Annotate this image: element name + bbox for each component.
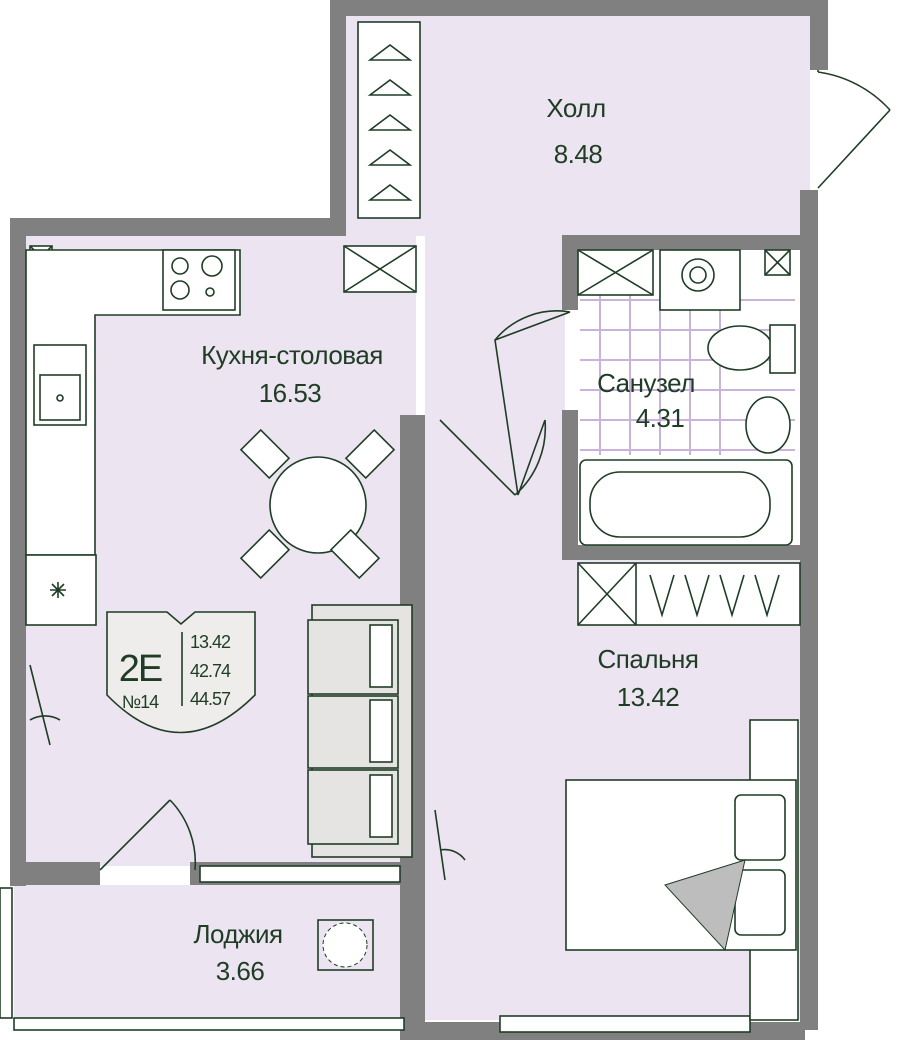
room-labels: Холл 8.48 Кухня-столовая 16.53 Санузел 4…: [193, 93, 699, 986]
plant-icon: [317, 919, 374, 971]
room-area-bathroom: 4.31: [636, 403, 685, 433]
bed: [565, 719, 799, 1021]
apartment-type: 2E: [119, 648, 162, 690]
total-area: 42.74: [190, 661, 231, 681]
room-name-bathroom: Санузел: [597, 368, 695, 398]
room-name-hall: Холл: [546, 93, 605, 123]
total-area-with-loggia: 44.57: [190, 689, 231, 709]
apartment-number: №14: [122, 692, 159, 712]
bathroom-fixtures: [579, 249, 796, 546]
room-area-kitchen: 16.53: [259, 378, 322, 408]
room-name-kitchen: Кухня-столовая: [201, 340, 383, 370]
room-area-bedroom: 13.42: [617, 682, 680, 712]
bedroom-wardrobe: [577, 562, 801, 626]
room-name-loggia: Лоджия: [193, 919, 282, 949]
room-name-bedroom: Спальня: [598, 644, 699, 674]
hall-wardrobe: [357, 21, 421, 219]
room-area-hall: 8.48: [554, 139, 603, 169]
room-area-loggia: 3.66: [216, 956, 265, 986]
windows: [0, 865, 751, 1033]
apartment-badge: 2E №14 13.42 42.74 44.57: [106, 611, 256, 734]
doors: [29, 70, 891, 881]
sofa: [307, 604, 413, 858]
kitchen-furniture: [25, 249, 396, 626]
living-area: 13.42: [190, 632, 231, 652]
